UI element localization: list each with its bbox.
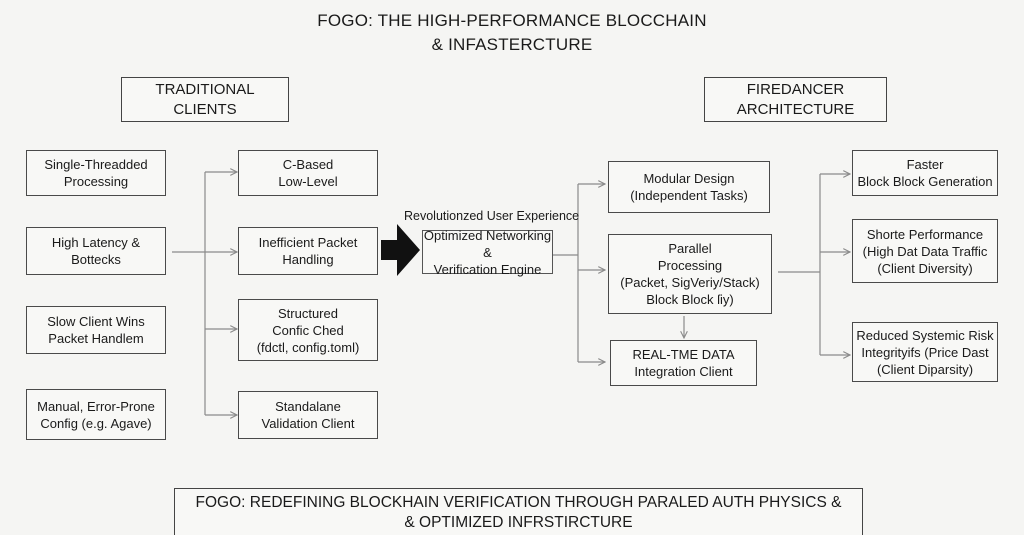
- firedancer-architecture-header: FIREDANCER ARCHITECTURE: [704, 77, 887, 122]
- box-line: Packet Handlem: [48, 331, 144, 346]
- header-line: TRADITIONAL: [155, 80, 255, 98]
- footer-line-2: & OPTIMIZED INFRSTIRCTURE: [404, 514, 633, 531]
- box-line: Shorte Performance: [866, 226, 984, 242]
- box-line: (Client Diversity): [877, 260, 973, 276]
- box-optimized-networking: Optimized Networking & Verification Engi…: [422, 227, 553, 277]
- box-line: (Independent Tasks): [630, 188, 748, 203]
- box-line: Processing: [63, 174, 129, 189]
- box-high-latency: High Latency & Bottecks: [26, 227, 166, 275]
- box-inefficient-packet: Inefficient Packet Handling: [238, 227, 378, 275]
- box-line: (Client Diparsity): [876, 361, 974, 377]
- box-line: Verification Engine: [433, 261, 542, 277]
- box-line: Structured: [278, 305, 338, 321]
- header-line: CLIENTS: [173, 100, 237, 118]
- box-line: Block Block ſiy): [646, 292, 734, 307]
- box-c-based: C-Based Low-Level: [238, 150, 378, 196]
- box-line: Reduced Systemic Risk: [856, 327, 994, 343]
- box-manual-config: Manual, Error-Prone Config (e.g. Agave): [26, 389, 166, 440]
- header-line: ARCHITECTURE: [736, 100, 855, 118]
- title-line-1: FOGO: THE HIGH-PERFORMANCE BLOCCHAIN: [317, 11, 707, 30]
- box-line: Standalane: [275, 399, 341, 414]
- box-standalone-validation: Standalane Validation Client: [238, 391, 378, 439]
- box-line: Modular Design: [643, 171, 735, 186]
- big-arrow-icon: [381, 224, 420, 276]
- box-line: Single-Threadded: [44, 157, 148, 172]
- page-title: FOGO: THE HIGH-PERFORMANCE BLOCCHAIN: [0, 10, 1024, 32]
- box-line: Block Block Generation: [857, 174, 993, 189]
- box-line: Config (e.g. Agave): [40, 415, 152, 431]
- box-line: High Latency &: [51, 235, 141, 250]
- footer-line-1: FOGO: REDEFINING BLOCKHAIN VERIFICATION …: [195, 494, 842, 511]
- box-structured-config: Structured Confic Ched (fdctl, config.to…: [238, 299, 378, 361]
- box-line: Bottecks: [71, 252, 121, 267]
- title-line-2: & INFASTERCTURE: [431, 35, 593, 54]
- center-caption: Revolutionzed User Experience: [404, 209, 580, 223]
- box-line: Integrityifs (Price Dast: [861, 344, 989, 360]
- box-line: Low-Level: [278, 174, 338, 189]
- box-line: REAL-TME DATA: [632, 347, 735, 362]
- box-line: (High Dat Data Traffic: [862, 243, 988, 259]
- box-line: Faster: [906, 157, 944, 172]
- box-reduced-systemic-risk: Reduced Systemic Risk Integrityifs (Pric…: [852, 322, 998, 382]
- box-line: (fdctl, config.toml): [256, 339, 360, 355]
- box-line: Manual, Error-Prone: [37, 398, 155, 414]
- box-parallel-processing: Parallel Processing (Packet, SigVeriy/St…: [608, 234, 772, 314]
- box-slow-client: Slow Client Wins Packet Handlem: [26, 306, 166, 354]
- header-line: FIREDANCER: [746, 80, 845, 98]
- box-line: Inefficient Packet: [258, 235, 358, 250]
- traditional-clients-header: TRADITIONAL CLIENTS: [121, 77, 289, 122]
- box-real-time-data: REAL-TME DATA Integration Client: [610, 340, 757, 386]
- box-shorte-performance: Shorte Performance (High Dat Data Traffi…: [852, 219, 998, 283]
- box-faster-block-generation: Faster Block Block Generation: [852, 150, 998, 196]
- box-line: Parallel: [668, 241, 712, 256]
- box-single-threaded: Single-Threadded Processing: [26, 150, 166, 196]
- box-line: Handling: [282, 252, 334, 267]
- footer-banner: FOGO: REDEFINING BLOCKHAIN VERIFICATION …: [174, 488, 863, 535]
- box-line: Validation Client: [261, 416, 355, 431]
- box-line: Optimized Networking &: [423, 227, 552, 260]
- box-line: Integration Client: [634, 364, 733, 379]
- box-line: C-Based: [282, 157, 334, 172]
- box-line: Processing: [657, 258, 723, 273]
- box-line: (Packet, SigVeriy/Stack): [620, 275, 760, 290]
- box-line: Confic Ched: [272, 322, 344, 338]
- box-line: Slow Client Wins: [47, 314, 145, 329]
- box-modular-design: Modular Design (Independent Tasks): [608, 161, 770, 213]
- page-title-line-2: & INFASTERCTURE: [0, 34, 1024, 56]
